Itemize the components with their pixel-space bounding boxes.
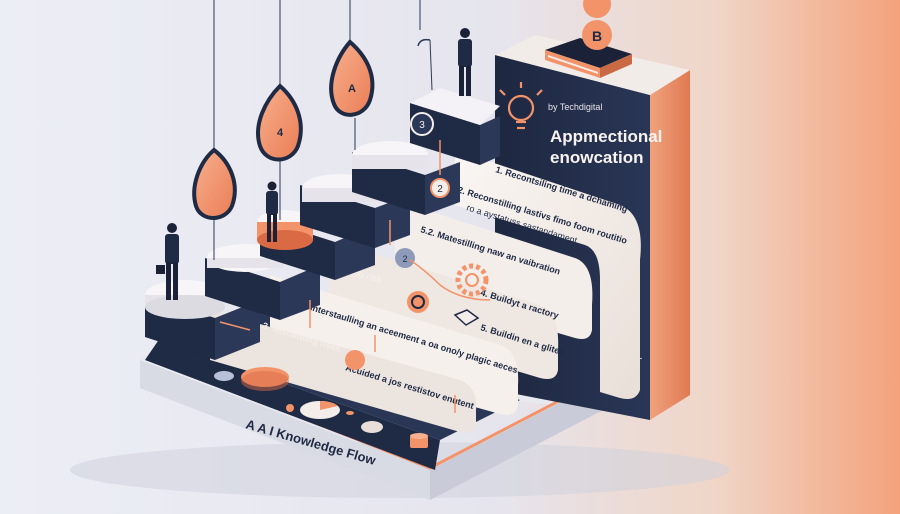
book-icon <box>545 38 632 78</box>
svg-text:2: 2 <box>437 184 443 195</box>
person-figure <box>266 181 278 242</box>
balloon-icon: 4 <box>256 83 303 162</box>
badge-letter: B <box>592 28 602 44</box>
compass-icon <box>407 291 429 313</box>
svg-text:2: 2 <box>402 254 407 264</box>
step-marker-1: 3 <box>410 112 434 136</box>
balloon-icon: A <box>329 39 375 117</box>
cube-icon <box>453 309 480 326</box>
brand-label: by Techdigital <box>548 102 602 112</box>
ribbon-stack <box>210 150 641 433</box>
lightbulb-icon <box>499 82 543 130</box>
person-figure <box>156 223 179 300</box>
person-figure <box>458 28 472 96</box>
panel-title-line2: enowcation <box>550 148 644 167</box>
hanging-strings <box>213 0 433 260</box>
svg-text:A: A <box>348 83 356 95</box>
flow-connectors <box>219 140 491 413</box>
badge-b: B <box>582 0 612 50</box>
a-circle-icon <box>345 350 365 370</box>
step-marker-2: 2 <box>430 178 450 198</box>
footer-widgets <box>214 367 428 448</box>
balloon-icon <box>192 147 237 220</box>
gear-icon <box>455 263 489 297</box>
hook-icon <box>417 38 431 47</box>
svg-text:3: 3 <box>419 120 425 131</box>
panel-title-line1: Appmectional <box>550 127 662 146</box>
svg-text:4: 4 <box>277 127 284 139</box>
step-marker-3: 2 <box>395 248 415 268</box>
